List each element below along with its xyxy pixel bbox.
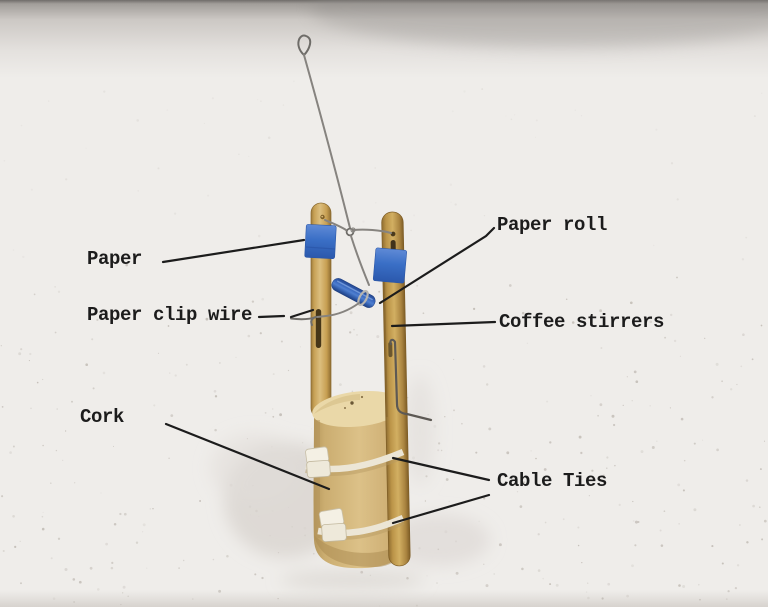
label-paper-roll: Paper roll bbox=[497, 214, 608, 236]
label-paper: Paper bbox=[87, 248, 143, 270]
paper-clip-wire-left bbox=[290, 316, 317, 321]
blue-paper-right bbox=[372, 247, 407, 284]
stirrer-slot-left bbox=[315, 309, 322, 348]
leader-line-paper-clip-wire-dash bbox=[257, 314, 286, 319]
label-paper-clip-wire: Paper clip wire bbox=[87, 304, 253, 326]
wire-assembly bbox=[290, 34, 433, 422]
leader-line-cable-tie-top bbox=[391, 456, 491, 482]
label-coffee-stirrers: Coffee stirrers bbox=[499, 311, 665, 333]
cable-tie-bottom bbox=[317, 508, 405, 543]
label-cable-ties: Cable Ties bbox=[497, 470, 608, 492]
label-cork: Cork bbox=[80, 406, 125, 428]
background-bottom-shade bbox=[0, 590, 768, 607]
wire-wrap-on-roll bbox=[357, 290, 369, 306]
leader-line-coffee-stirrers bbox=[390, 320, 497, 328]
wire-main-rod bbox=[303, 54, 351, 229]
leader-line-cork bbox=[164, 422, 331, 491]
blue-paper-left bbox=[304, 224, 337, 259]
leader-line-paper bbox=[161, 238, 306, 264]
leader-line-paper-clip-wire-tick bbox=[289, 308, 315, 319]
leader-line-paper-roll bbox=[378, 226, 496, 305]
background-top-right-shade bbox=[310, 0, 768, 48]
paper-fold-line bbox=[305, 246, 336, 250]
cork-bottom-shade bbox=[314, 535, 403, 567]
cable-tie-top bbox=[305, 446, 405, 478]
leader-line-cable-tie-bottom bbox=[391, 493, 491, 525]
wire-top-loop bbox=[297, 34, 312, 57]
paper-clip-wire-right bbox=[389, 338, 433, 422]
leader-lines bbox=[161, 226, 497, 525]
